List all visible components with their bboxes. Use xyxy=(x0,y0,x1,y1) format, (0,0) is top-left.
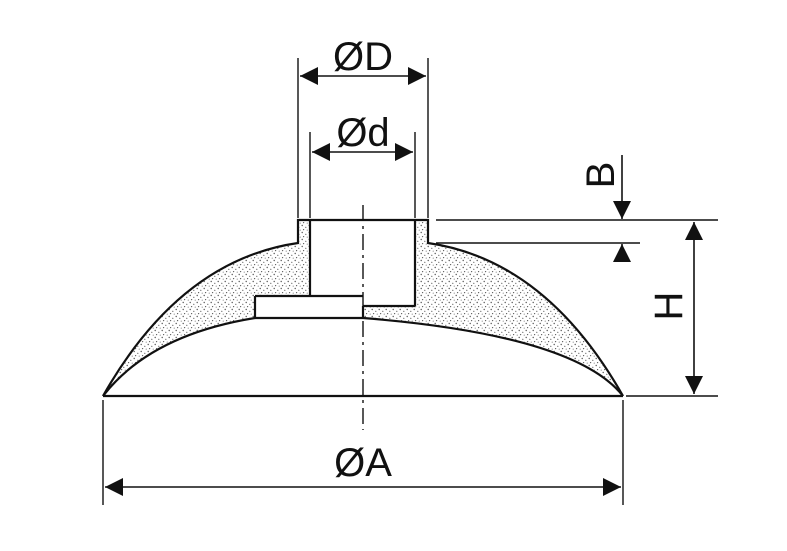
abrasive-layer-right xyxy=(363,220,623,396)
label-bore-diameter: Ød xyxy=(336,111,389,155)
extension-lines xyxy=(102,58,718,505)
abrasive-layer xyxy=(103,220,310,396)
label-height: H xyxy=(647,292,691,321)
dimension-lines xyxy=(105,67,703,496)
label-outer-diameter: ØA xyxy=(334,441,392,485)
label-hub-diameter: ØD xyxy=(333,35,393,79)
label-hub-height: B xyxy=(579,162,623,189)
